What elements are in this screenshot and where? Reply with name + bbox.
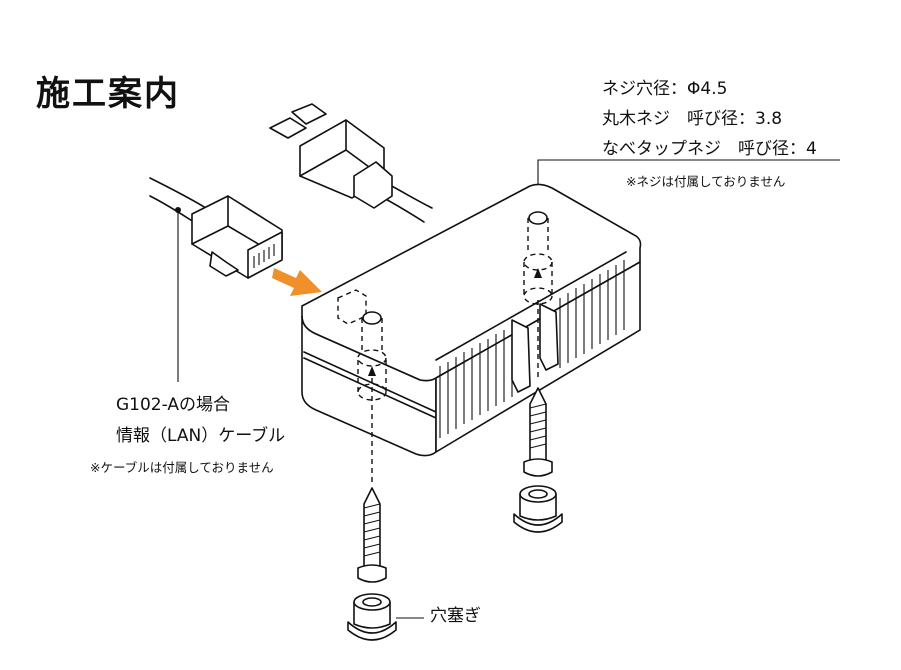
insert-arrow-icon bbox=[272, 268, 322, 296]
hole-plug-label: 穴塞ぎ bbox=[430, 606, 481, 626]
round-wood-screw-spec: 丸木ネジ 呼び径：3.8 bbox=[602, 109, 783, 129]
hole-plug-icon bbox=[347, 593, 424, 641]
power-plug-icon bbox=[269, 103, 433, 223]
lan-connector-icon bbox=[191, 195, 283, 279]
lan-cable-label: 情報（LAN）ケーブル bbox=[116, 426, 286, 446]
screw-not-included-note: ※ネジは付属しておりません bbox=[626, 174, 786, 189]
tapping-screw-spec: なべタップネジ 呼び径：4 bbox=[602, 139, 817, 159]
hole-plug-icon bbox=[513, 485, 563, 533]
screw-hole-diameter: ネジ穴径：Φ4.5 bbox=[602, 79, 728, 99]
device-body bbox=[301, 183, 642, 457]
screw-icon bbox=[357, 487, 387, 583]
screw-icon bbox=[523, 387, 553, 477]
screw-channel-left bbox=[357, 318, 387, 486]
lan-cable bbox=[149, 177, 207, 382]
cable-not-included-note: ※ケーブルは付属しておりません bbox=[90, 460, 274, 475]
screw-channel-right bbox=[523, 218, 553, 380]
page-title: 施工案内 bbox=[36, 74, 180, 114]
lan-model-label: G102-Aの場合 bbox=[116, 395, 231, 415]
spec-leader-line bbox=[537, 159, 840, 190]
